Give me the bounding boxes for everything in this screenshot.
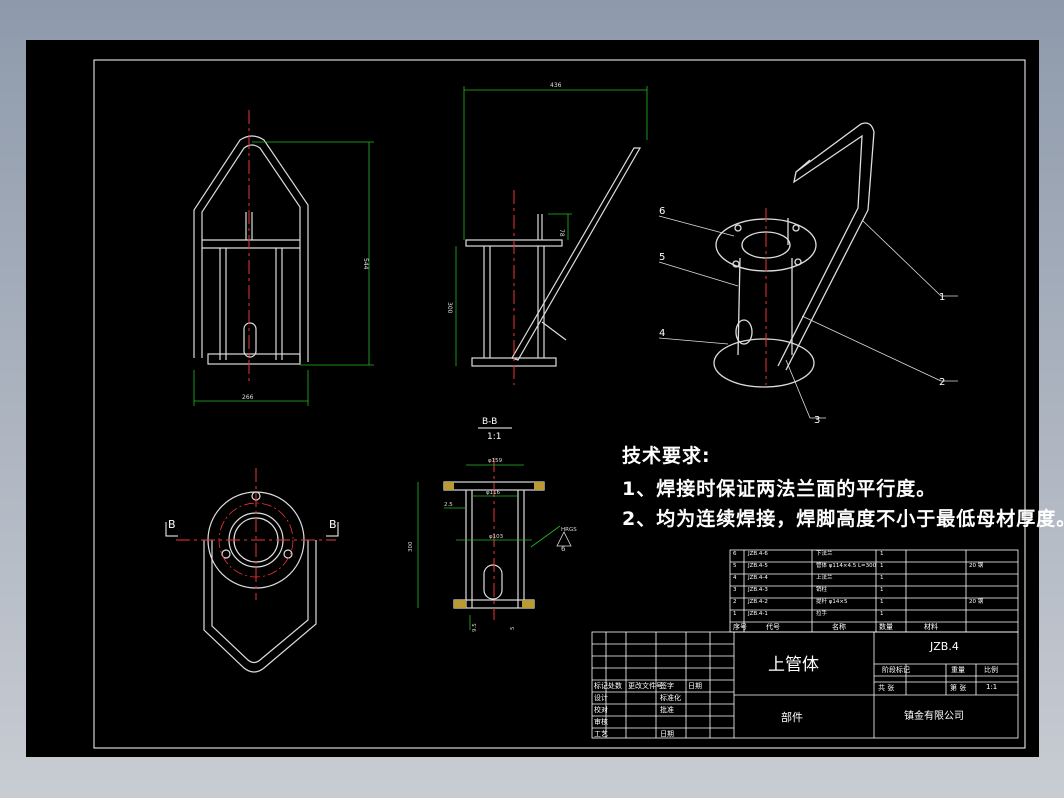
rev-header-sign: 签字	[660, 682, 674, 690]
bom-cell-qty: 1	[880, 587, 884, 593]
side-view	[465, 147, 642, 367]
weld-note: HRGS	[561, 527, 577, 533]
dim-sec-bottom-right: 5	[510, 626, 516, 630]
weld-size: 6	[561, 545, 566, 553]
bom-header-material: 材料	[924, 623, 938, 631]
scale-label: 比例	[984, 666, 998, 674]
section-title: B-B	[482, 417, 497, 427]
callout-2: 2	[939, 377, 945, 388]
dim-front-width: 266	[242, 394, 254, 401]
bom-cell-code: JZB.4-6	[748, 551, 768, 557]
weight-label: 重量	[951, 666, 965, 674]
role-review: 审核	[594, 718, 608, 726]
scale-value: 1:1	[986, 683, 998, 691]
bom-header-seq: 序号	[733, 623, 747, 631]
approval-label: 批准	[660, 706, 674, 714]
weld-symbol	[556, 531, 572, 547]
bom-cell-material: 20 钢	[969, 599, 984, 605]
bom-cell-material: 20 钢	[969, 563, 984, 569]
front-view-dims	[193, 141, 374, 406]
dim-side-height: 300	[446, 302, 453, 314]
bom-cell-name: 上法兰	[816, 575, 833, 581]
bom-cell-seq: 4	[733, 575, 737, 581]
dim-side-top: 436	[550, 82, 562, 89]
stage-label: 阶段标记	[882, 666, 910, 674]
front-view	[193, 135, 309, 365]
bom-cell-code: JZB.4-4	[748, 575, 768, 581]
callout-4: 4	[659, 328, 665, 339]
callout-5: 5	[659, 252, 665, 263]
rev-header-mark: 标记	[594, 682, 608, 690]
bom-cell-name: 管体 φ114×4.5 L=300	[816, 563, 877, 569]
top-view	[203, 491, 317, 673]
role-process: 工艺	[594, 730, 608, 738]
isometric-view	[713, 122, 875, 388]
drawing-canvas: 544 266 436 300 78	[93, 59, 1026, 749]
drawing-number: JZB.4	[930, 640, 959, 653]
bom-header-name: 名称	[832, 623, 846, 631]
role-design: 设计	[594, 694, 608, 702]
bom-cell-qty: 1	[880, 575, 884, 581]
bom-cell-seq: 6	[733, 551, 737, 557]
bom-cell-qty: 1	[880, 551, 884, 557]
bom-cell-name: 销柱	[816, 587, 828, 593]
frame-border	[93, 59, 1026, 749]
bom-cell-qty: 1	[880, 599, 884, 605]
rev-header-count: 处数	[608, 682, 622, 690]
sheets-total: 共 张	[878, 684, 895, 692]
dim-sec-height: 300	[408, 541, 414, 552]
date-label: 日期	[660, 730, 674, 738]
dim-sec-top: φ159	[488, 458, 503, 464]
requirement-1: 1、焊接时保证两法兰面的平行度。	[622, 478, 937, 500]
title-grid	[591, 631, 1019, 739]
bom-cell-name: 拉手	[816, 611, 828, 617]
dim-sec-bot: φ103	[489, 534, 504, 540]
sheet-no: 第 张	[950, 684, 967, 692]
dim-side-pin: 78	[558, 229, 565, 237]
requirement-2: 2、均为连续焊接，焊脚高度不小于最低母材厚度。	[622, 508, 1064, 530]
role-check: 校对	[594, 706, 608, 714]
dim-sec-mid: φ116	[486, 490, 501, 496]
bom-header-code: 代号	[766, 623, 780, 631]
rev-header-file: 更改文件号	[628, 682, 663, 690]
bom-cell-code: JZB.4-3	[748, 587, 768, 593]
callout-3: 3	[814, 415, 820, 426]
bom-cell-qty: 1	[880, 611, 884, 617]
bom-cell-qty: 1	[880, 563, 884, 569]
bom-cell-seq: 2	[733, 599, 737, 605]
side-view-dims	[455, 86, 648, 366]
callout-1: 1	[939, 292, 945, 303]
bom-cell-seq: 1	[733, 611, 737, 617]
bom-cell-code: JZB.4-1	[748, 611, 768, 617]
dim-front-height: 544	[362, 258, 369, 270]
callout-leaders	[658, 215, 958, 419]
section-mark-left: B	[168, 518, 176, 531]
requirements-heading: 技术要求:	[622, 445, 711, 467]
bom-cell-code: JZB.4-2	[748, 599, 768, 605]
callout-6: 6	[659, 206, 665, 217]
bom-cell-seq: 5	[733, 563, 737, 569]
section-mark-right: B	[329, 518, 337, 531]
bom-cell-seq: 3	[733, 587, 737, 593]
bom-grid	[729, 549, 1019, 633]
company-name: 镇金有限公司	[904, 711, 964, 722]
dim-sec-bottom-left: 9.5	[472, 623, 478, 632]
rev-header-date: 日期	[688, 682, 702, 690]
bom-header-qty: 数量	[879, 623, 893, 631]
section-markers	[165, 522, 339, 537]
section-hatch	[444, 482, 544, 608]
bom-cell-code: JZB.4-5	[748, 563, 768, 569]
dim-sec-left: 2.5	[444, 502, 453, 508]
drawing-sheet: 544 266 436 300 78	[26, 40, 1064, 757]
drawing-category: 部件	[781, 711, 803, 724]
standardization-label: 标准化	[660, 694, 681, 702]
part-name: 上管体	[768, 655, 819, 675]
bom-cell-name: 下法兰	[816, 551, 833, 557]
bom-cell-name: 提杆 φ14×5	[816, 599, 848, 605]
section-scale: 1:1	[487, 432, 501, 442]
section-dims	[417, 464, 561, 630]
